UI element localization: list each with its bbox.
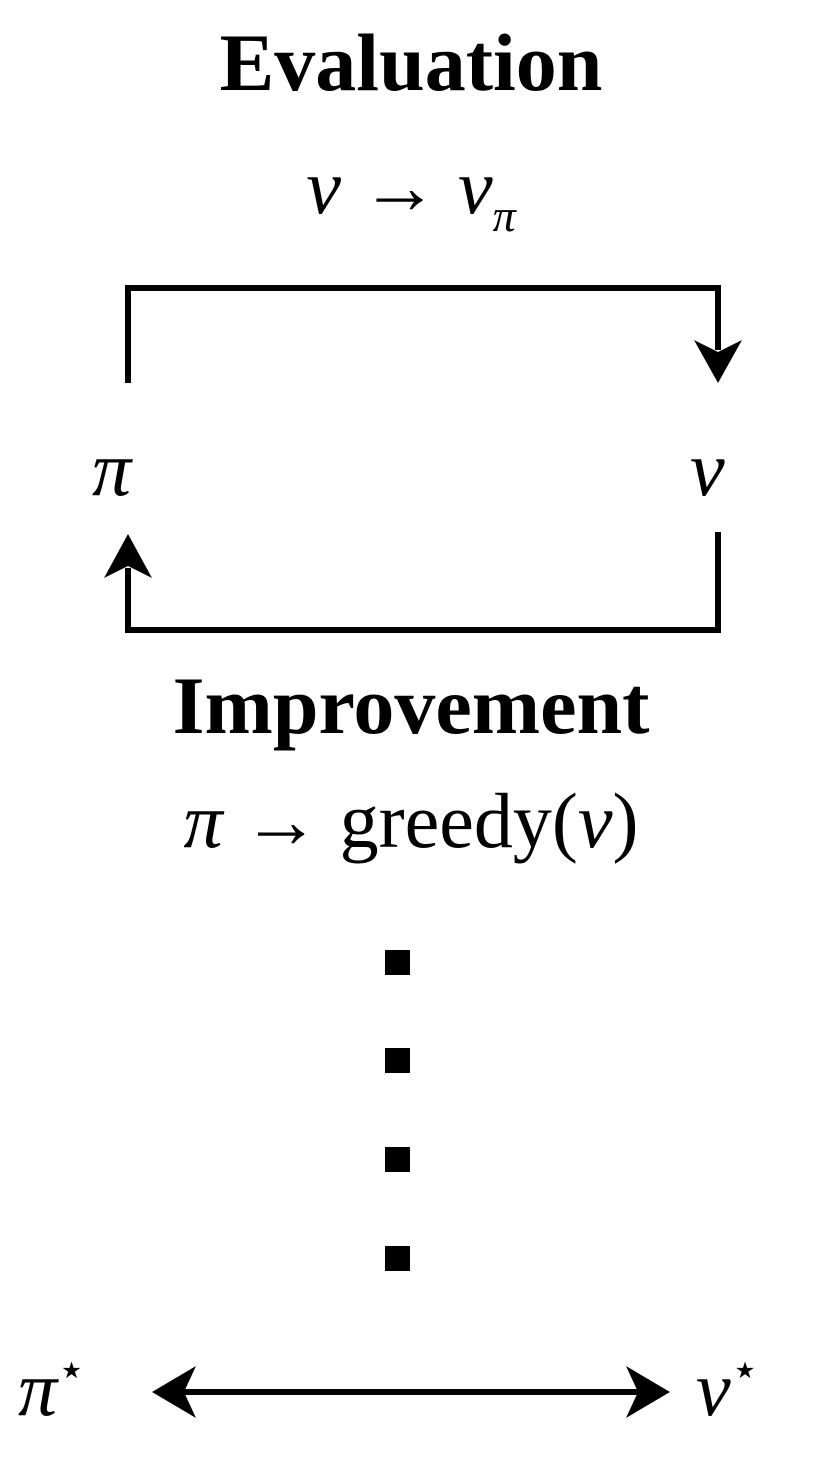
open-paren: (: [551, 777, 578, 864]
evaluation-lhs: v: [306, 143, 341, 230]
policy-node: π: [92, 425, 132, 512]
value-node: v: [690, 425, 725, 512]
optimal-policy: π⋆: [18, 1347, 86, 1428]
convergence-double-arrow: [152, 1366, 670, 1418]
ellipsis-dot: [385, 1147, 410, 1172]
improvement-arrow: →: [242, 777, 321, 864]
optimal-policy-star: ⋆: [57, 1344, 86, 1395]
evaluation-rhs: v: [457, 143, 493, 230]
ellipsis-dot: [385, 950, 410, 975]
evaluation-arrow: →: [360, 143, 439, 230]
evaluation-formula: v → vπ: [0, 148, 822, 239]
improvement-arrow-path: [104, 532, 721, 633]
ellipsis-dot: [385, 1246, 410, 1271]
improvement-lhs: π: [183, 777, 223, 864]
evaluation-rhs-subscript: π: [492, 190, 516, 241]
greedy-function: greedy: [339, 777, 552, 864]
optimal-value-symbol: v: [696, 1345, 731, 1432]
close-paren: ): [612, 777, 639, 864]
evaluation-arrow-path: [125, 285, 742, 383]
optimal-value-star: ⋆: [730, 1344, 760, 1395]
ellipsis-dot: [385, 1048, 410, 1073]
improvement-title: Improvement: [172, 660, 650, 751]
optimal-policy-symbol: π: [18, 1345, 58, 1432]
greedy-argument: v: [577, 777, 613, 864]
improvement-formula: π → greedy(v): [0, 782, 822, 860]
convergence-dots: [385, 950, 410, 1271]
optimal-value: v⋆: [696, 1347, 759, 1428]
evaluation-title: Evaluation: [219, 17, 603, 108]
